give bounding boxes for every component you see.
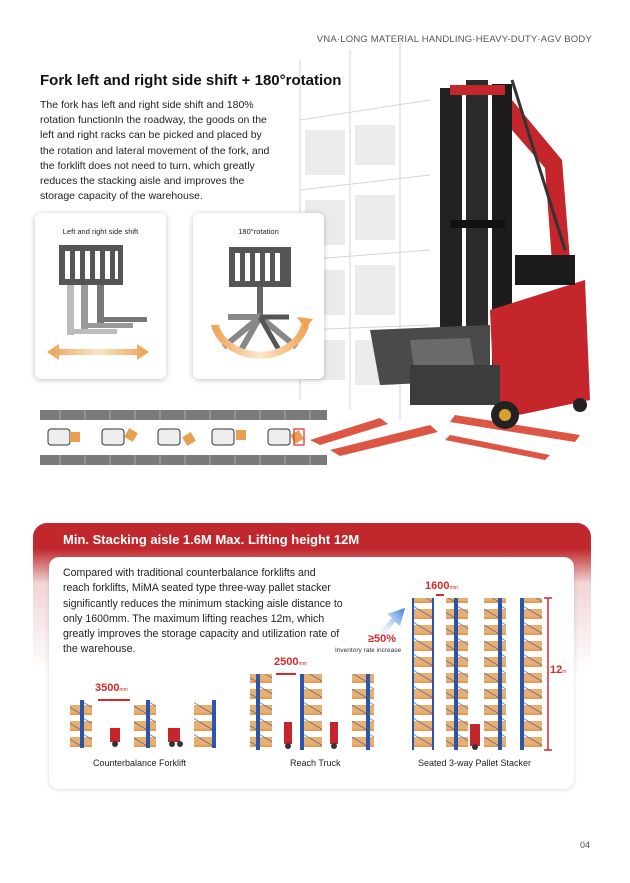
side-shift-card: Left and right side shift [35,213,166,379]
fork-sequence-strip [40,410,327,465]
section-title-fork-shift: Fork left and right side shift + 180°rot… [40,72,342,89]
rotation-label: 180°rotation [238,227,279,236]
aisle-height-description: Compared with traditional counterbalance… [63,567,343,656]
height-label: 12m [550,664,567,676]
caption-three-way: Seated 3-way Pallet Stacker [418,758,532,768]
dim-three-way: 1600mm [425,580,458,592]
inventory-increase-pct: ≥50% [368,633,397,645]
side-shift-diagram [47,245,149,360]
caption-reach-truck: Reach Truck [290,758,341,768]
page-number: 04 [579,840,590,850]
rotation-card: 180°rotation [193,213,324,379]
dim-counterbalance: 3500mm [95,682,128,694]
rotation-diagram [211,247,313,359]
side-shift-label: Left and right side shift [62,227,139,236]
dim-reach-truck: 2500mm [274,656,307,668]
inventory-increase-label: Inventory rate increase [335,647,402,654]
document-header: VNA·LONG MATERIAL HANDLING·HEAVY-DUTY·AG… [316,34,592,45]
section-title-aisle-height: Min. Stacking aisle 1.6M Max. Lifting he… [63,532,360,547]
forklift-warehouse-illustration [299,40,590,460]
fork-shift-description: The fork has left and right side shift a… [40,99,270,203]
rack-comparison-diagram [70,594,552,751]
caption-counterbalance: Counterbalance Forklift [93,758,187,768]
